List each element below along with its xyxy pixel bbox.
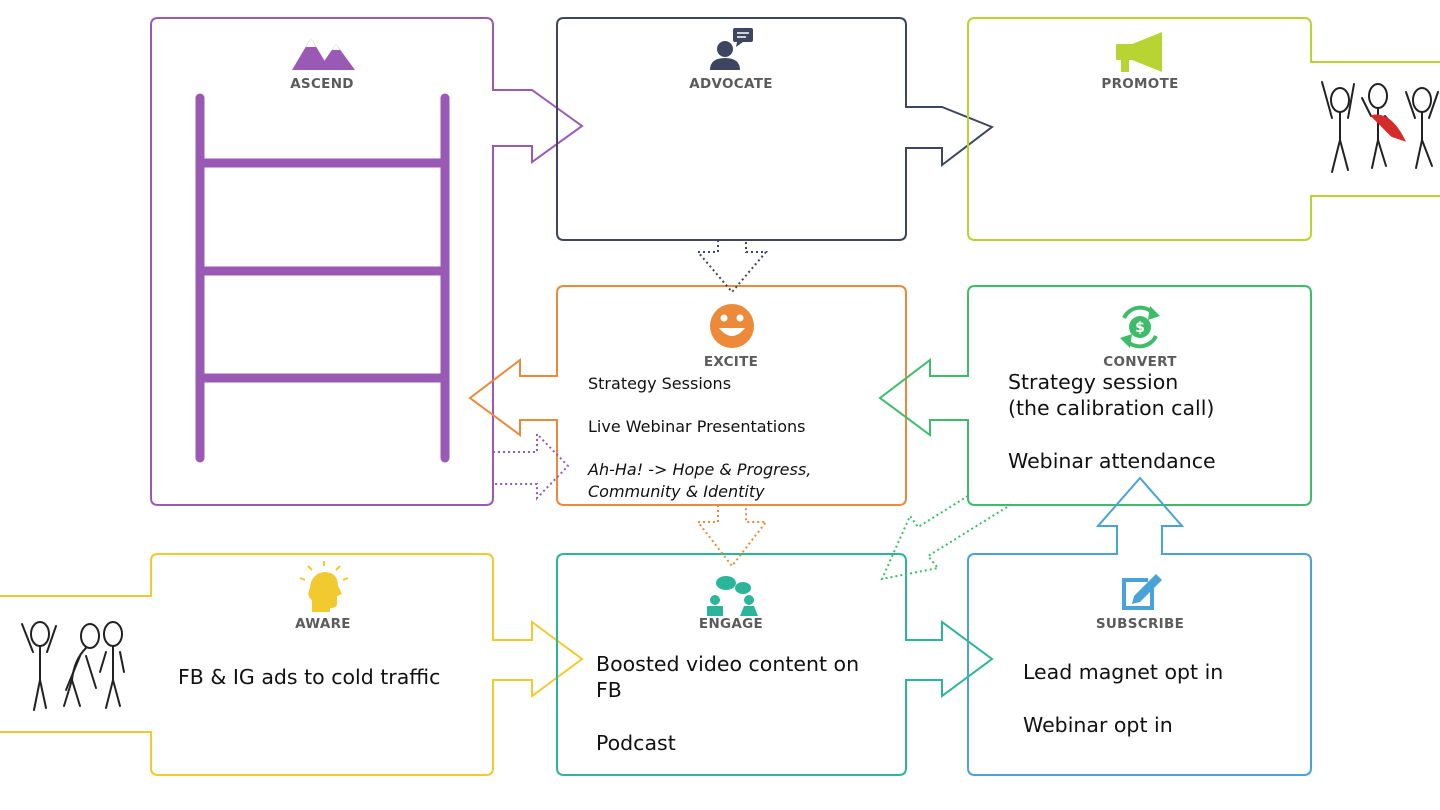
excite-item: Strategy Sessions	[588, 374, 732, 393]
ascend-to-excite-arrow	[493, 431, 570, 501]
excite-label: EXCITE	[704, 354, 758, 370]
aware-label: AWARE	[295, 616, 351, 632]
excite-to-engage-arrow	[695, 505, 769, 568]
engage-label: ENGAGE	[699, 616, 763, 632]
edit-box-icon	[1122, 574, 1162, 610]
megaphone-icon	[1116, 32, 1162, 72]
speaking-person-icon	[710, 28, 753, 70]
convert-box	[878, 285, 1312, 506]
engage-item: FB	[596, 678, 622, 702]
convert-item: Webinar attendance	[1008, 449, 1216, 473]
engage-item: Boosted video content on	[596, 652, 860, 676]
excite-item: Live Webinar Presentations	[588, 417, 806, 436]
excite-note: Ah-Ha! -> Hope & Progress,	[588, 460, 812, 479]
excite-box	[468, 285, 907, 506]
subscribe-box	[967, 476, 1312, 776]
excite-note: Community & Identity	[588, 482, 765, 501]
convert-item: (the calibration call)	[1008, 396, 1215, 420]
people-chat-icon	[707, 576, 758, 616]
smiley-icon	[710, 304, 754, 348]
svg-text:$: $	[1135, 320, 1145, 336]
engage-item: Podcast	[596, 731, 676, 755]
cheering-figures-illustration	[1321, 81, 1439, 173]
convert-label: CONVERT	[1103, 354, 1177, 370]
mountains-icon	[292, 38, 355, 70]
convert-to-engage-arrow	[880, 495, 1013, 581]
ascend-label: ASCEND	[290, 76, 354, 92]
promote-label: PROMOTE	[1101, 76, 1178, 92]
advocate-to-excite-arrow	[695, 240, 769, 294]
aware-box	[0, 553, 584, 776]
engage-box	[556, 553, 994, 776]
lightbulb-head-icon	[299, 561, 349, 612]
subscribe-item: Lead magnet opt in	[1023, 660, 1224, 684]
convert-item: Strategy session	[1008, 370, 1179, 394]
promote-box	[967, 17, 1440, 241]
aware-item: FB & IG ads to cold traffic	[178, 665, 441, 689]
advocate-box	[556, 17, 995, 241]
subscribe-label: SUBSCRIBE	[1096, 616, 1184, 632]
subscribe-item: Webinar opt in	[1023, 713, 1173, 737]
advocate-label: ADVOCATE	[689, 76, 772, 92]
ladder-illustration	[195, 93, 450, 463]
bored-figures-illustration	[21, 621, 125, 711]
ascend-box	[150, 17, 584, 506]
dollar-cycle-icon: $	[1120, 305, 1160, 349]
